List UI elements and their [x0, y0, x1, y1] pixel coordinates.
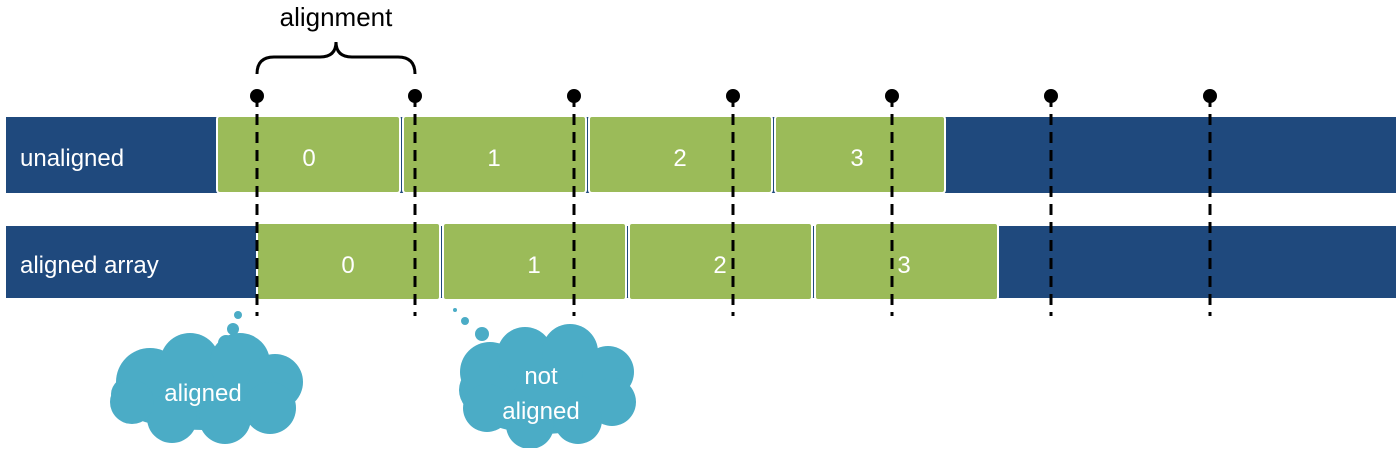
boundary-marker — [885, 89, 899, 316]
boundary-marker — [1203, 89, 1217, 316]
element-block — [442, 222, 627, 301]
row-label: aligned array — [20, 252, 159, 279]
element-block — [628, 222, 813, 301]
cloud-label: aligned — [502, 398, 579, 425]
element-block — [774, 115, 946, 194]
element-index: 1 — [487, 145, 500, 172]
element-block — [402, 115, 587, 194]
alignment-brace — [255, 41, 417, 75]
boundary-marker — [567, 89, 581, 316]
not-aligned-callout-cloud: not aligned — [453, 308, 636, 449]
boundary-marker — [408, 89, 422, 316]
element-index: 0 — [341, 252, 354, 279]
boundary-marker — [1044, 89, 1058, 316]
cloud-label: aligned — [164, 380, 241, 407]
element-index: 0 — [302, 145, 315, 172]
alignment-boundaries — [250, 89, 1217, 316]
row-label: unaligned — [20, 145, 124, 172]
alignment-label: alignment — [280, 2, 394, 32]
element-index: 2 — [713, 252, 726, 279]
cloud-label: not — [524, 363, 558, 390]
element-block — [814, 222, 999, 301]
element-index: 1 — [527, 252, 540, 279]
element-index: 3 — [897, 252, 910, 279]
element-index: 2 — [673, 145, 686, 172]
element-block — [588, 115, 773, 194]
element-block — [216, 115, 401, 194]
boundary-marker — [250, 89, 264, 316]
row-aligned-array: aligned array 0 1 2 3 — [6, 222, 1396, 301]
row-unaligned: unaligned 0 1 2 3 — [6, 115, 1396, 194]
aligned-callout-cloud: aligned — [110, 311, 303, 444]
element-index: 3 — [850, 145, 863, 172]
boundary-marker — [726, 89, 740, 316]
